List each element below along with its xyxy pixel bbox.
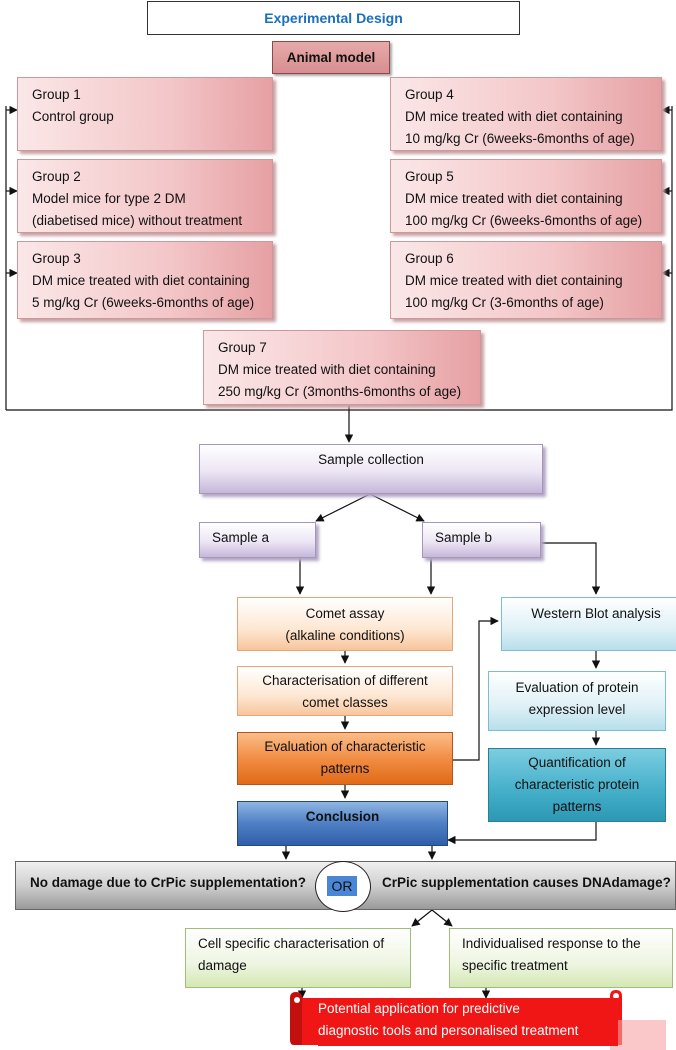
- cell-specific-line-1: Cell specific characterisation of: [198, 936, 385, 951]
- western-blot-box: Western Blot analysis: [501, 597, 676, 651]
- group-4-line-1: DM mice treated with diet containing: [405, 108, 623, 124]
- group-4-line-2: 10 mg/kg Cr (6weeks-6months of age): [405, 130, 635, 146]
- group-5-box: Group 5 DM mice treated with diet contai…: [390, 159, 662, 233]
- group-5-line-1: DM mice treated with diet containing: [405, 190, 623, 206]
- group-3-box: Group 3 DM mice treated with diet contai…: [17, 241, 273, 319]
- arrow-b-to-western: [541, 542, 601, 595]
- sample-b-box: Sample b: [422, 522, 541, 558]
- comet-assay-line-2: (alkaline conditions): [285, 627, 405, 643]
- sample-collection-box: Sample collection: [199, 444, 543, 494]
- sample-a-box: Sample a: [199, 522, 316, 558]
- sample-a-label: Sample a: [212, 530, 270, 545]
- group-1-name: Group 1: [32, 87, 81, 102]
- group-2-name: Group 2: [32, 169, 81, 184]
- sample-collection-label: Sample collection: [318, 452, 424, 467]
- group-6-box: Group 6 DM mice treated with diet contai…: [390, 241, 662, 319]
- diagram-title-text: Experimental Design: [264, 10, 403, 26]
- conclusion-label: Conclusion: [305, 809, 380, 824]
- cell-specific-line-2: damage: [198, 957, 247, 973]
- animal-model-box: Animal model: [272, 41, 390, 74]
- individualised-line-1: Individualised response to the: [462, 936, 641, 951]
- potential-application-line-2: diagnostic tools and personalised treatm…: [318, 1022, 579, 1038]
- diagram-title: Experimental Design: [147, 1, 520, 35]
- potential-application-banner: Potential application for predictive dia…: [318, 998, 618, 1046]
- individualised-line-2: specific treatment: [462, 957, 568, 973]
- quantification-line-2: characteristic protein: [514, 776, 640, 792]
- conclusion-box: Conclusion: [237, 801, 448, 846]
- sample-b-label: Sample b: [435, 530, 493, 545]
- arrow-eval-to-western: [453, 616, 499, 761]
- arrow-to-sample-b: [369, 493, 425, 522]
- characterisation-line-2: comet classes: [302, 694, 388, 710]
- no-damage-box: No damage due to CrPic supplementation?: [15, 861, 342, 910]
- group-6-line-1: DM mice treated with diet containing: [405, 272, 623, 288]
- group-1-line-1: Control group: [32, 108, 114, 124]
- potential-application-line-1: Potential application for predictive: [318, 1001, 520, 1016]
- protein-expression-box: Evaluation of protein expression level: [488, 671, 666, 731]
- animal-model-label: Animal model: [286, 50, 376, 65]
- group-5-line-2: 100 mg/kg Cr (6weeks-6months of age): [405, 212, 643, 228]
- or-label: OR: [327, 876, 357, 896]
- group-6-name: Group 6: [405, 251, 454, 266]
- causes-damage-label: CrPic supplementation causes DNAdamage?: [382, 875, 671, 890]
- characterisation-box: Characterisation of different comet clas…: [237, 666, 453, 716]
- group-7-box: Group 7 DM mice treated with diet contai…: [203, 330, 481, 405]
- group-2-line-2: (diabetised mice) without treatment: [32, 212, 243, 228]
- quantification-line-3: patterns: [552, 798, 602, 814]
- group-5-name: Group 5: [405, 169, 454, 184]
- evaluation-patterns-line-1: Evaluation of characteristic: [264, 739, 426, 754]
- group-6-line-2: 100 mg/kg Cr (3-6months of age): [405, 294, 604, 310]
- protein-expression-line-1: Evaluation of protein: [515, 680, 639, 695]
- arrow-to-sample-a: [315, 493, 371, 522]
- group-3-name: Group 3: [32, 251, 81, 266]
- protein-expression-line-2: expression level: [528, 701, 626, 717]
- cell-specific-box: Cell specific characterisation of damage: [185, 928, 411, 988]
- group-3-line-1: DM mice treated with diet containing: [32, 272, 250, 288]
- quantification-line-1: Quantification of: [528, 755, 626, 770]
- characterisation-line-1: Characterisation of different: [262, 673, 428, 688]
- no-damage-label: No damage due to CrPic supplementation?: [30, 875, 307, 890]
- group-2-line-1: Model mice for type 2 DM: [32, 190, 186, 206]
- quantification-box: Quantification of characteristic protein…: [488, 748, 666, 822]
- group-3-line-2: 5 mg/kg Cr (6weeks-6months of age): [32, 294, 255, 310]
- causes-damage-box: CrPic supplementation causes DNAdamage?: [343, 861, 676, 910]
- group-2-box: Group 2 Model mice for type 2 DM (diabet…: [17, 159, 273, 233]
- evaluation-patterns-line-2: patterns: [320, 760, 370, 776]
- group-7-line-1: DM mice treated with diet containing: [218, 361, 436, 377]
- group-1-box: Group 1 Control group: [17, 77, 273, 151]
- group-7-name: Group 7: [218, 340, 267, 355]
- individualised-box: Individualised response to the specific …: [449, 928, 673, 988]
- arrow-quant-to-conclusion: [447, 822, 597, 845]
- group-4-box: Group 4 DM mice treated with diet contai…: [390, 77, 662, 151]
- western-blot-label: Western Blot analysis: [531, 606, 661, 621]
- evaluation-patterns-box: Evaluation of characteristic patterns: [237, 732, 453, 785]
- group-7-line-2: 250 mg/kg Cr (3months-6months of age): [218, 383, 462, 399]
- comet-assay-line-1: Comet assay: [305, 606, 385, 621]
- group-4-name: Group 4: [405, 87, 454, 102]
- comet-assay-box: Comet assay (alkaline conditions): [237, 597, 453, 651]
